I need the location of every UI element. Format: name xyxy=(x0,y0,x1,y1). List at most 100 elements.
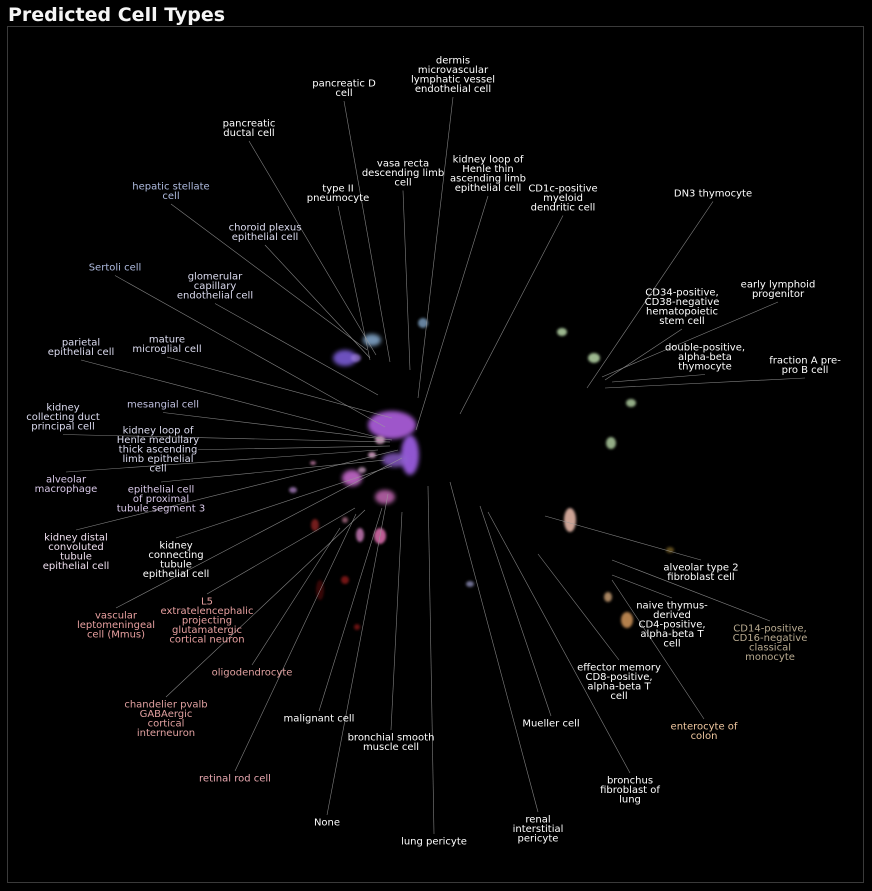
leader-line xyxy=(604,377,806,389)
leader-line xyxy=(80,359,381,439)
cell-cluster xyxy=(311,519,319,531)
cell-cluster xyxy=(368,452,376,458)
cell-cluster xyxy=(351,354,361,362)
leader-line xyxy=(604,328,683,381)
leader-line xyxy=(165,509,366,698)
cell-type-label: oligodendrocyte xyxy=(212,668,293,679)
leader-line xyxy=(114,275,386,428)
leader-line xyxy=(390,511,403,731)
leader-line xyxy=(115,457,403,609)
leader-line xyxy=(251,527,341,666)
leader-line xyxy=(459,215,564,415)
cell-cluster xyxy=(354,624,360,630)
cell-cluster xyxy=(626,399,636,407)
cell-cluster xyxy=(604,592,612,602)
cell-cluster xyxy=(289,487,297,493)
leader-line xyxy=(160,459,386,483)
cell-cluster xyxy=(401,435,419,475)
cell-cluster xyxy=(333,350,357,366)
leader-line xyxy=(601,301,779,378)
plot-frame xyxy=(7,26,864,883)
leader-line xyxy=(586,201,714,389)
cell-cluster xyxy=(606,437,616,449)
leader-line xyxy=(162,412,393,441)
leader-line xyxy=(415,195,489,431)
leader-line xyxy=(611,374,706,383)
chart-title: Predicted Cell Types xyxy=(8,4,226,26)
leader-line xyxy=(62,434,391,443)
cell-cluster xyxy=(375,490,395,504)
cell-cluster xyxy=(342,470,362,486)
leader-line xyxy=(326,493,389,816)
leader-line xyxy=(75,449,399,531)
leader-line xyxy=(166,356,393,419)
cell-cluster xyxy=(363,334,381,346)
leader-line xyxy=(479,505,552,717)
leader-line xyxy=(611,574,673,599)
cell-cluster xyxy=(310,461,316,465)
leader-line xyxy=(427,485,435,835)
leader-line-layer xyxy=(62,96,806,835)
leader-line xyxy=(248,140,377,356)
leader-line xyxy=(402,190,411,371)
cell-type-label: malignant cell xyxy=(284,714,355,725)
cell-type-label: mesangial cell xyxy=(127,400,199,411)
cell-type-label: fraction A pre-pro B cell xyxy=(769,356,841,377)
leader-line xyxy=(343,100,391,363)
cell-type-label: retinal rod cell xyxy=(199,774,271,785)
leader-line xyxy=(487,511,631,774)
cell-type-label: lung pericyte xyxy=(401,837,467,848)
cell-cluster xyxy=(368,411,416,439)
cell-cluster xyxy=(341,576,349,584)
leader-line xyxy=(537,553,620,661)
cell-cluster xyxy=(466,581,474,587)
cell-cluster xyxy=(666,547,674,553)
cell-type-label: Sertoli cell xyxy=(89,263,142,274)
cell-cluster xyxy=(356,528,364,542)
cell-cluster xyxy=(588,353,600,363)
cell-type-label: None xyxy=(314,818,340,829)
cell-cluster xyxy=(358,467,366,473)
cell-cluster xyxy=(382,453,408,467)
leader-line xyxy=(337,205,371,361)
cell-type-label: Mueller cell xyxy=(522,719,579,730)
leader-line xyxy=(65,449,379,473)
cell-cluster xyxy=(418,318,428,328)
cell-cluster xyxy=(557,328,567,336)
leader-line xyxy=(449,481,539,813)
leader-line xyxy=(206,507,356,595)
leader-line xyxy=(175,465,393,539)
